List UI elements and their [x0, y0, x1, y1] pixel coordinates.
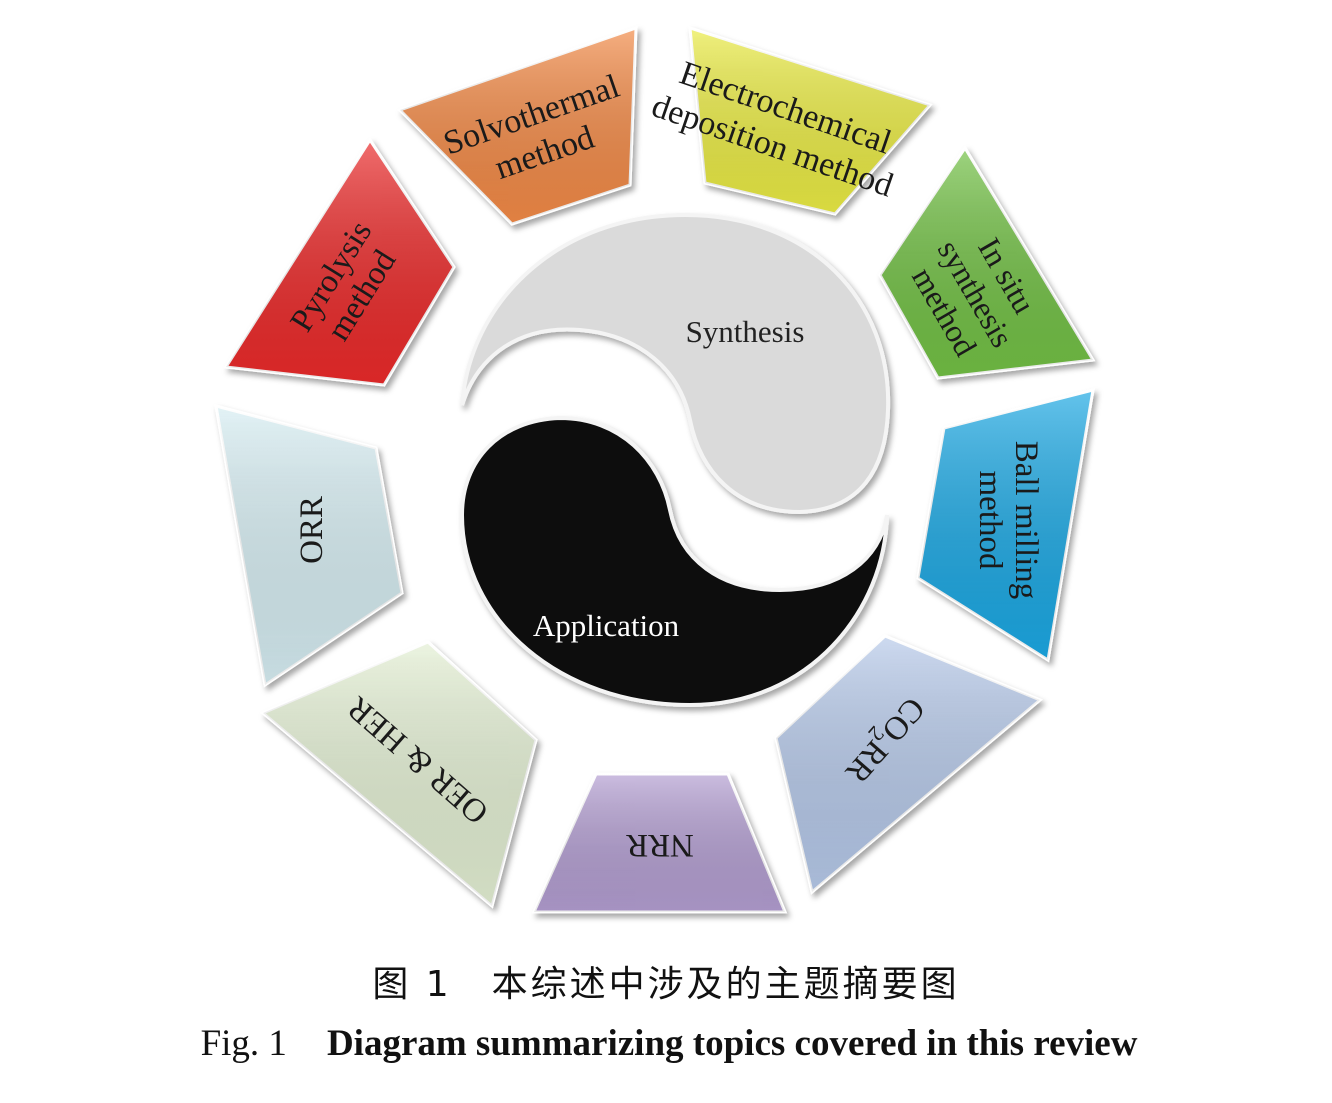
caption-en-text: Diagram summarizing topics covered in th… — [326, 1023, 1138, 1064]
topic-wheel-diagram: Synthesis Application Solvothermal metho… — [214, 25, 1096, 914]
orr-label: ORR — [294, 496, 330, 564]
caption-english: Fig. 1 Diagram summarizing topics covered… — [0, 1022, 1332, 1065]
caption-cn-text: 本综述中涉及的主题摘要图 — [491, 964, 960, 1005]
caption-en-label: Fig. 1 — [200, 1023, 287, 1064]
synthesis-label: Synthesis — [686, 314, 805, 349]
center-synthesis-shape — [460, 212, 891, 515]
ballmilling-line-2: method — [972, 471, 1008, 570]
orr-text: ORR — [294, 496, 330, 564]
application-label: Application — [533, 608, 680, 643]
nrr-label: NRR — [626, 827, 694, 863]
center-application-shape — [459, 415, 889, 708]
nrr-text: NRR — [626, 827, 694, 863]
ballmilling-line-1: Ball milling — [1008, 441, 1044, 600]
caption-cn-label: 图 1 — [372, 964, 452, 1005]
ballmilling-label: Ball milling method — [972, 441, 1044, 600]
gloss-overlay — [216, 28, 1093, 912]
caption-chinese: 图 1 本综述中涉及的主题摘要图 — [0, 955, 1332, 1007]
